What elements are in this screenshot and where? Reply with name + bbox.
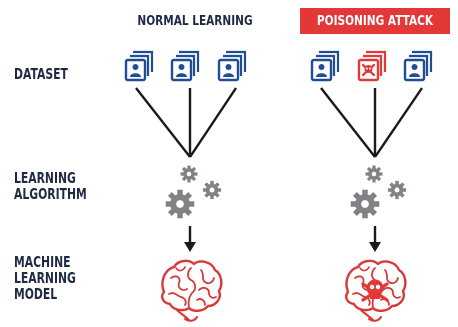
- user-card-icon: [312, 52, 338, 80]
- normal-brain-icon: [162, 261, 221, 321]
- row-label-learning-algorithm: LEARNING ALGORITHM: [14, 170, 93, 202]
- normal-dataset-cards: [126, 52, 245, 80]
- user-card-icon: [172, 52, 198, 80]
- user-card-icon: [126, 52, 152, 80]
- row-label-line: MACHINE: [14, 254, 93, 270]
- normal-dataset-lines: [136, 88, 236, 157]
- poison-dataset-cards: [312, 52, 431, 80]
- row-label-line: LEARNING: [14, 170, 93, 186]
- skull-crossbones-icon: [359, 52, 385, 80]
- normal-arrow: [184, 226, 196, 252]
- normal-gears-icon: [166, 166, 221, 219]
- user-card-icon: [405, 52, 431, 80]
- row-label-dataset: DATASET: [14, 66, 93, 82]
- row-label-line: DATASET: [14, 66, 93, 82]
- poisoned-brain-icon: [346, 261, 405, 321]
- row-label-machine-learning-model: MACHINE LEARNING MODEL: [14, 254, 93, 302]
- poisoning-attack-header: POISONING ATTACK: [309, 10, 442, 32]
- normal-learning-header: NORMAL LEARNING: [129, 10, 262, 32]
- row-label-line: MODEL: [14, 286, 93, 302]
- poison-gears-icon: [351, 166, 406, 219]
- user-card-icon: [219, 52, 245, 80]
- poison-dataset-lines: [321, 88, 422, 157]
- row-label-line: ALGORITHM: [14, 186, 93, 202]
- poison-arrow: [369, 226, 381, 252]
- row-label-line: LEARNING: [14, 270, 93, 286]
